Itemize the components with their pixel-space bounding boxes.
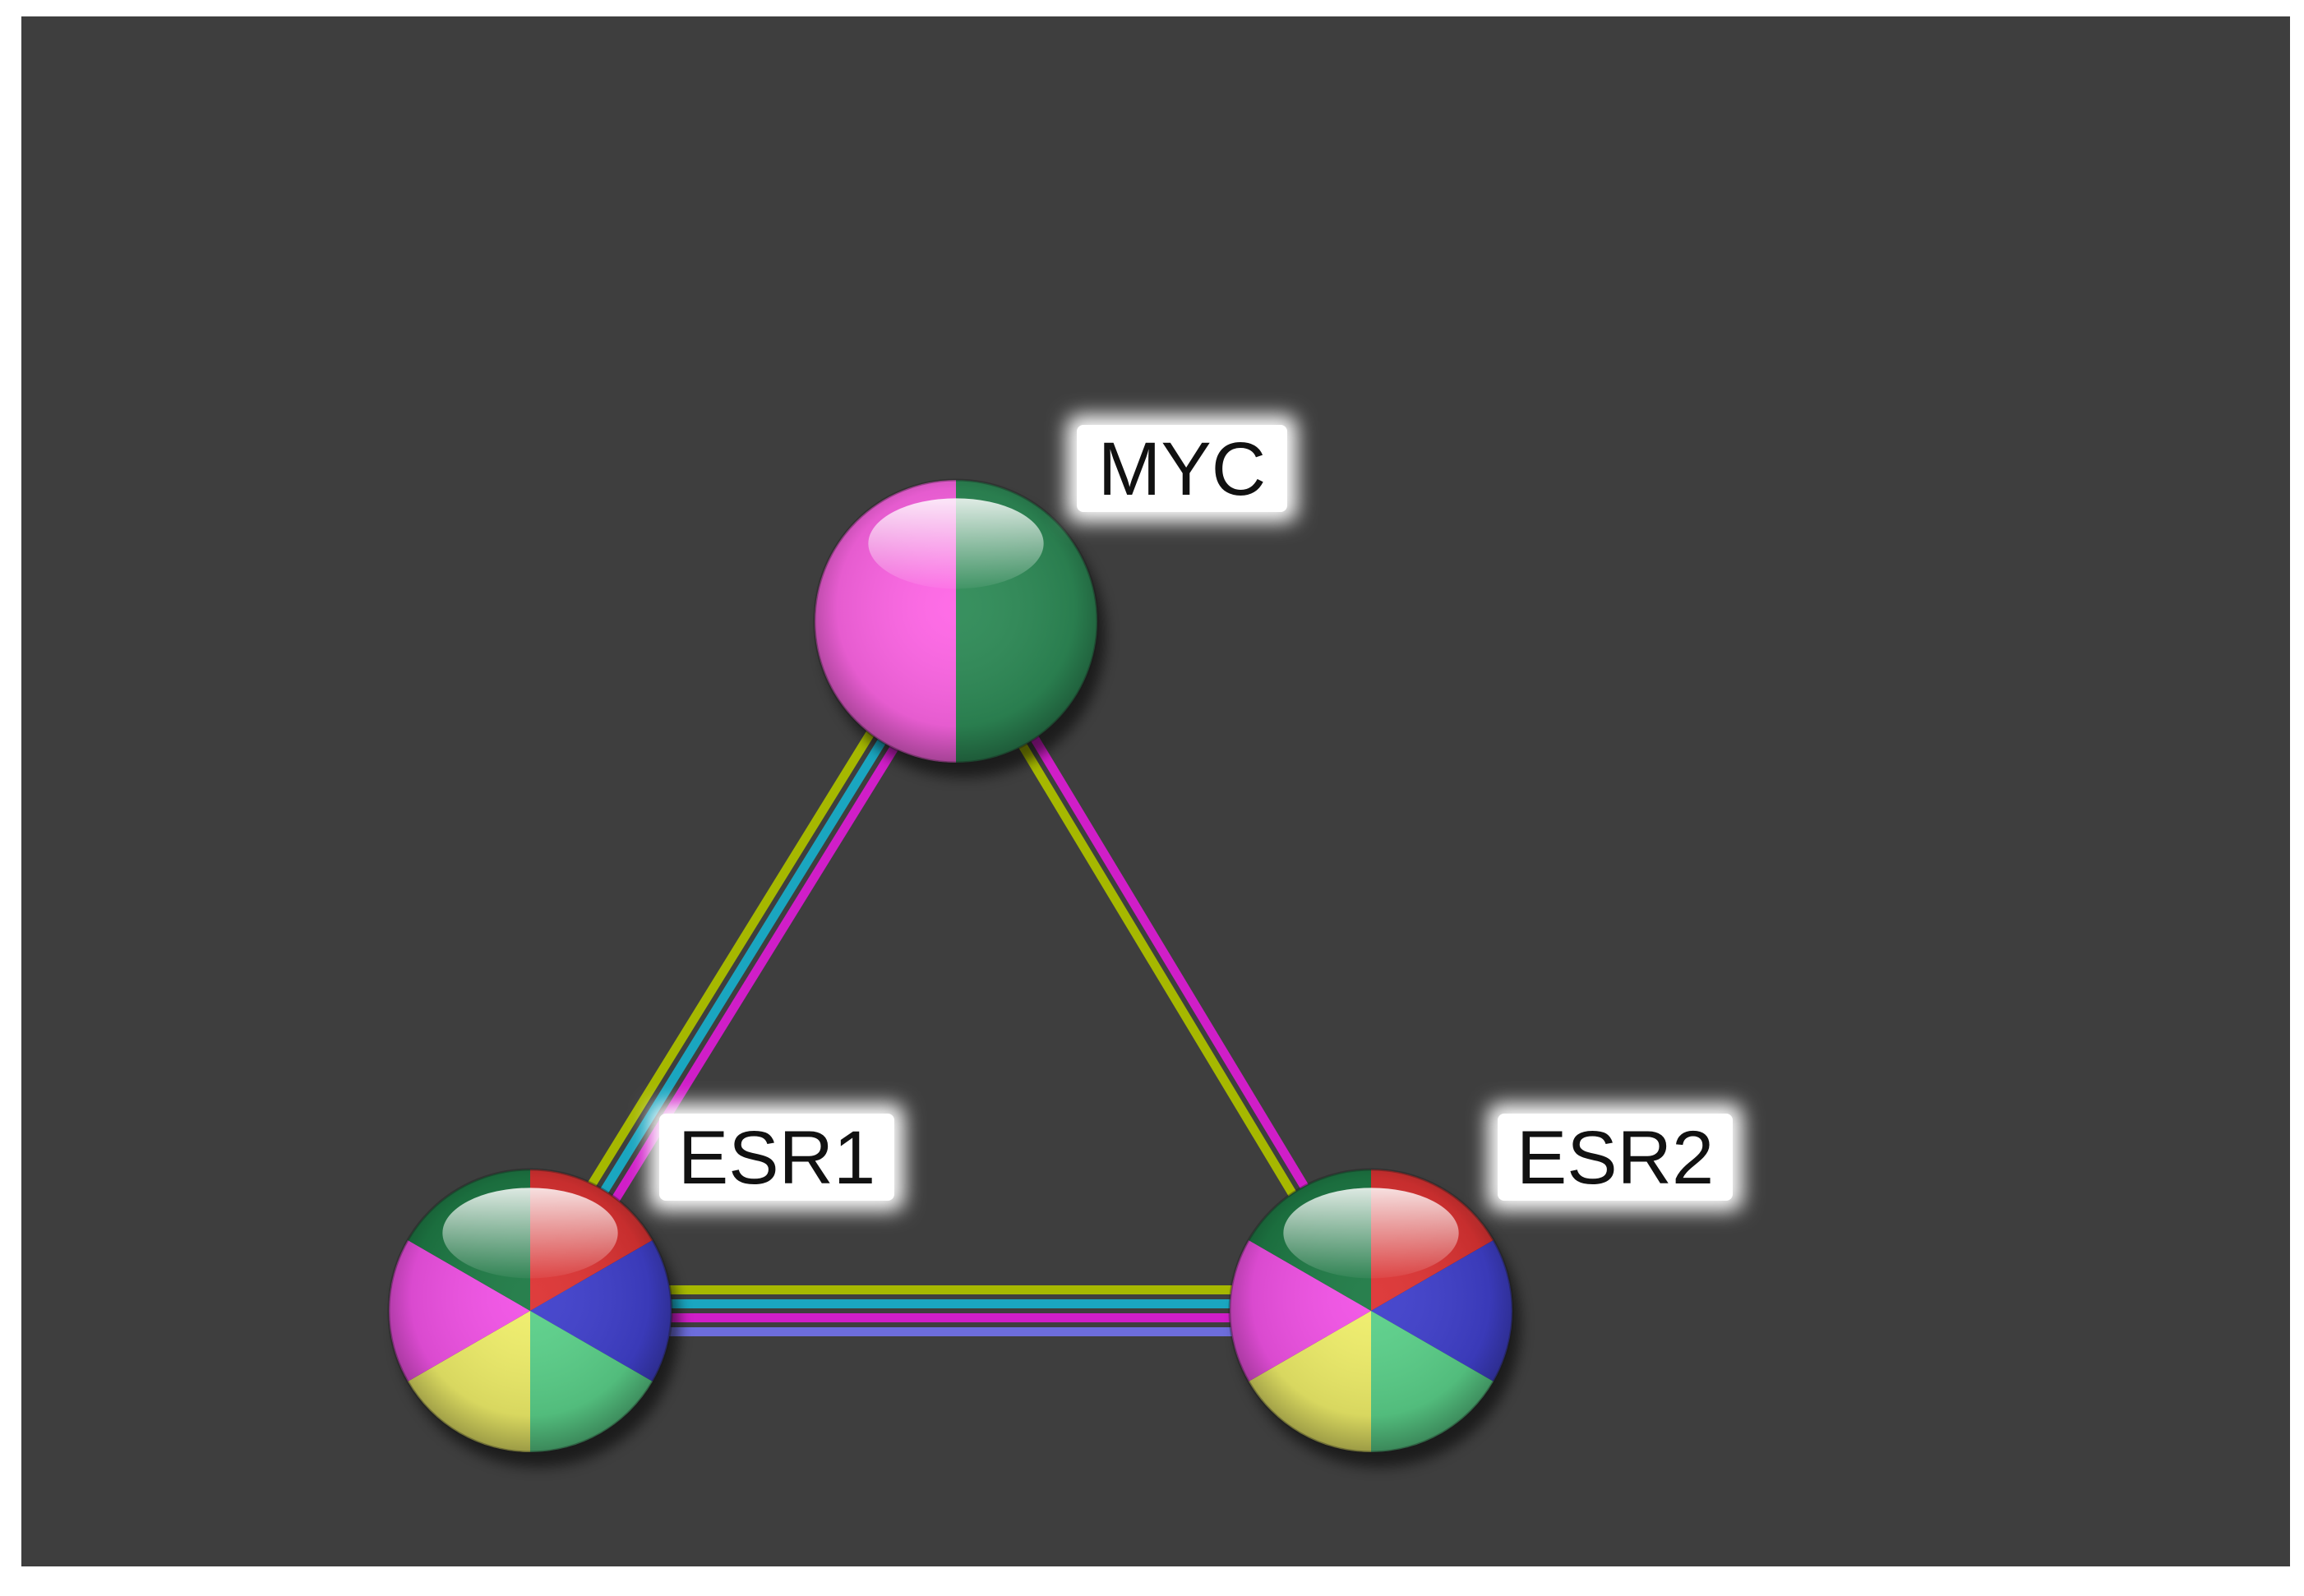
- node-label-background: [659, 1114, 894, 1201]
- node-outline: [813, 478, 1099, 764]
- node-label-esr2: ESR2: [1517, 1116, 1714, 1200]
- node-outline: [387, 1168, 673, 1454]
- node-gloss: [442, 1188, 618, 1279]
- node-label-background: [1498, 1114, 1733, 1201]
- node-gloss: [868, 498, 1044, 589]
- node-label-myc: MYC: [1098, 427, 1266, 511]
- node-label-background: [1077, 425, 1287, 512]
- node-outline: [1228, 1168, 1514, 1454]
- node-myc[interactable]: MYC: [813, 415, 1297, 777]
- node-label-esr1: ESR1: [678, 1116, 875, 1200]
- nodes-layer: MYC ESR1 ESR2: [387, 415, 1743, 1467]
- node-esr2[interactable]: ESR2: [1228, 1104, 1743, 1467]
- node-gloss: [1283, 1188, 1459, 1279]
- node-esr1[interactable]: ESR1: [387, 1104, 904, 1467]
